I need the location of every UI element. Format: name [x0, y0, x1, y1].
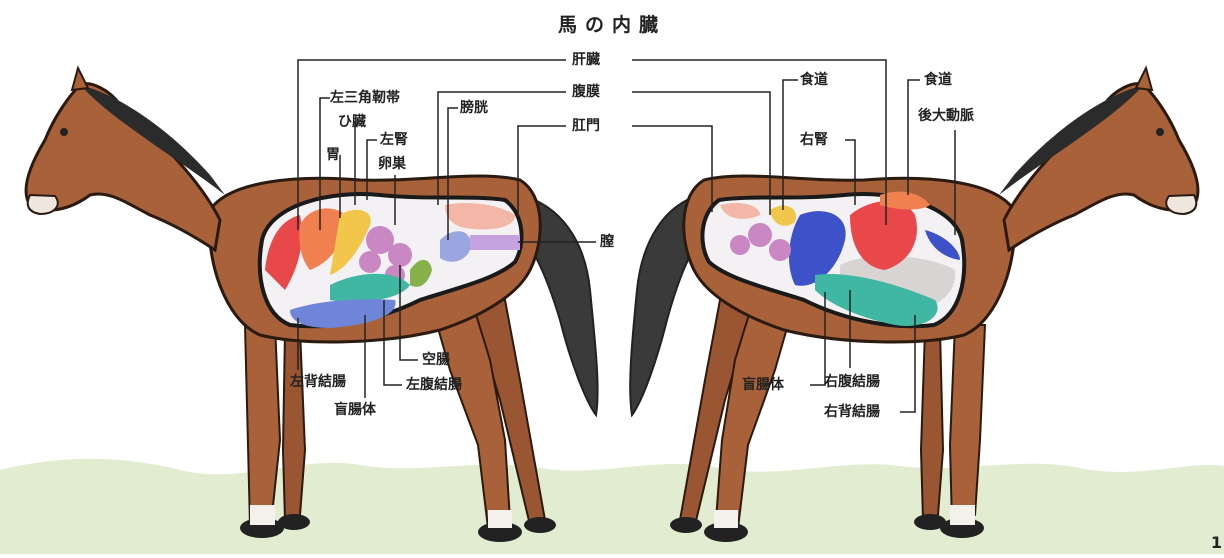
muzzle-left	[28, 195, 58, 214]
label-stomach: 胃	[326, 147, 340, 163]
label-esophagus-2: 食道	[924, 72, 952, 88]
label-liver: 肝臓	[572, 52, 600, 68]
label-vagina: 膣	[600, 234, 614, 250]
label-right-ventral-colon: 右腹結腸	[824, 374, 880, 390]
muzzle-right	[1166, 195, 1196, 214]
label-left-dorsal-colon: 左背結腸	[290, 374, 346, 390]
label-posterior-aorta: 後大動脈	[918, 108, 974, 124]
leg-right-front-far	[921, 330, 943, 520]
label-esophagus-1: 食道	[800, 72, 828, 88]
label-anus: 肛門	[572, 118, 600, 134]
label-right-kidney: 右腎	[800, 132, 828, 148]
label-ovary: 卵巣	[378, 156, 406, 172]
label-left-kidney: 左腎	[380, 132, 408, 148]
page-number: 1	[1211, 533, 1222, 552]
leg-left-front-far	[283, 330, 305, 520]
label-cecum-right: 盲腸体	[742, 377, 784, 393]
label-left-ventral-colon: 左腹結腸	[406, 377, 462, 393]
label-right-dorsal-colon: 右背結腸	[824, 404, 880, 420]
label-cecum-left: 盲腸体	[334, 402, 376, 418]
label-spleen: ひ臓	[338, 114, 366, 130]
grass-ground	[0, 459, 1224, 554]
label-peritoneum: 腹膜	[572, 84, 600, 100]
diagram-title: 馬の内臓	[0, 10, 1224, 37]
leg-left-front-near	[245, 325, 280, 525]
label-jejunum: 空腸	[422, 352, 450, 368]
label-bladder: 膀胱	[460, 100, 488, 116]
label-left-triangular-ligament: 左三角靭帯	[330, 90, 400, 106]
